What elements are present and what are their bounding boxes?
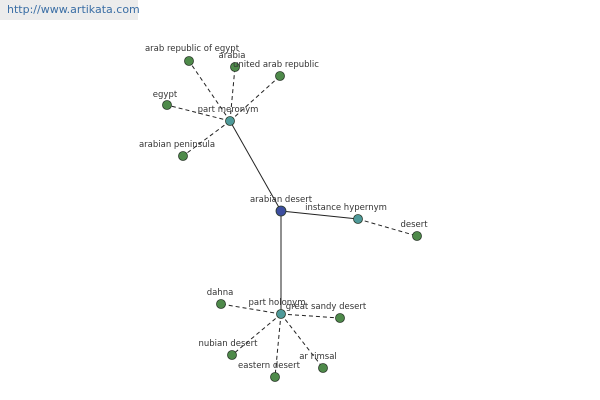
label-eastern-desert: eastern desert bbox=[238, 361, 301, 371]
label-part-holonym: part holonym bbox=[249, 298, 306, 308]
node-dahna[interactable] bbox=[216, 299, 226, 309]
label-center: arabian desert bbox=[250, 195, 313, 205]
label-dahna: dahna bbox=[207, 288, 234, 298]
node-arab-republic-of-egypt[interactable] bbox=[184, 56, 194, 66]
edge-part-holonym-to-ar-rimsal bbox=[280, 313, 324, 369]
node-part-meronym[interactable] bbox=[225, 116, 235, 126]
node-part-holonym[interactable] bbox=[276, 309, 286, 319]
edge-instance-hypernym-to-desert bbox=[357, 218, 418, 237]
label-desert: desert bbox=[400, 220, 428, 230]
node-arabian-peninsula[interactable] bbox=[178, 151, 188, 161]
watermark-link[interactable]: http://www.artikata.com bbox=[0, 0, 140, 20]
edge-part-meronym-to-arabia bbox=[229, 66, 236, 122]
node-ar-rimsal[interactable] bbox=[318, 363, 328, 373]
label-arab-republic-of-egypt: arab republic of egypt bbox=[145, 44, 240, 54]
node-nubian-desert[interactable] bbox=[227, 350, 237, 360]
edge-part-holonym-to-nubian-desert bbox=[231, 313, 282, 356]
node-great-sandy-desert[interactable] bbox=[335, 313, 345, 323]
graph-edges bbox=[166, 60, 418, 378]
label-egypt: egypt bbox=[153, 90, 178, 100]
edge-part-meronym-to-arab-republic-of-egypt bbox=[188, 60, 231, 122]
graph-labels: arabian desert part meronym instance hyper… bbox=[139, 44, 428, 371]
label-ar-rimsal: ar rimsal bbox=[299, 352, 337, 362]
label-nubian-desert: nubian desert bbox=[199, 339, 259, 349]
node-egypt[interactable] bbox=[162, 100, 172, 110]
edge-part-meronym-to-arabian-peninsula bbox=[182, 120, 231, 157]
node-desert[interactable] bbox=[412, 231, 422, 241]
label-arabian-peninsula: arabian peninsula bbox=[139, 140, 215, 150]
node-center[interactable] bbox=[275, 205, 287, 217]
label-great-sandy-desert: great sandy desert bbox=[286, 302, 367, 312]
edge-part-holonym-to-dahna bbox=[220, 303, 282, 315]
label-arabia: arabia bbox=[219, 51, 246, 61]
node-arabia[interactable] bbox=[230, 62, 240, 72]
label-united-arab-republic: united arab republic bbox=[233, 60, 319, 70]
edge-part-meronym-to-egypt bbox=[166, 104, 231, 122]
edge-center-to-instance-hypernym bbox=[280, 210, 359, 220]
node-united-arab-republic[interactable] bbox=[275, 71, 285, 81]
edge-part-holonym-to-eastern-desert bbox=[274, 313, 282, 378]
edge-part-meronym-to-united-arab-republic bbox=[229, 75, 281, 122]
edge-part-holonym-to-great-sandy-desert bbox=[280, 313, 341, 319]
label-instance-hypernym: instance hypernym bbox=[305, 203, 387, 213]
node-instance-hypernym[interactable] bbox=[353, 214, 363, 224]
label-part-meronym: part meronym bbox=[198, 105, 259, 115]
graph-nodes bbox=[162, 56, 422, 382]
node-eastern-desert[interactable] bbox=[270, 372, 280, 382]
edge-center-to-part-meronym bbox=[229, 120, 282, 212]
